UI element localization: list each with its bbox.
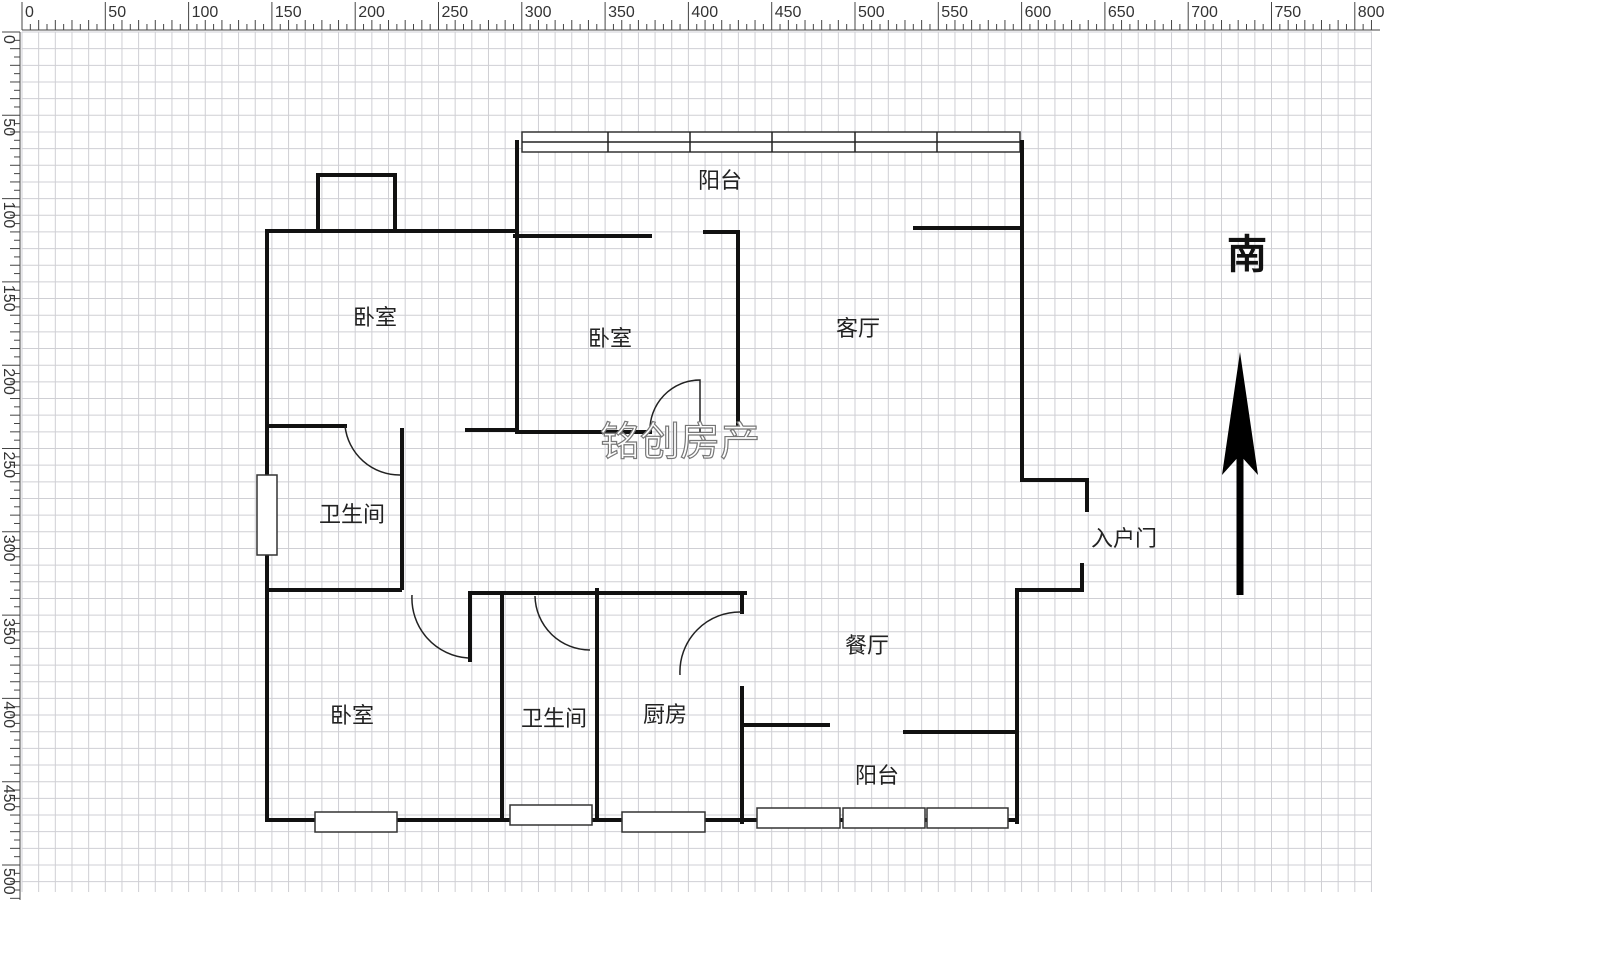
ruler-top-label: 650: [1108, 4, 1135, 21]
ruler-top-label: 0: [25, 4, 34, 21]
ruler-top-label: 250: [442, 4, 469, 21]
room-label-bedroom-3: 卧室: [330, 704, 374, 729]
ruler-left-label: 0: [0, 35, 17, 44]
north-arrow-icon: [1222, 352, 1258, 595]
ruler-top-label: 350: [608, 4, 635, 21]
room-label-bedroom-2: 卧室: [588, 327, 632, 352]
ruler-left-label: 50: [0, 118, 17, 136]
ruler-top-label: 600: [1025, 4, 1052, 21]
room-label-entrance-door: 入户门: [1091, 527, 1157, 552]
ruler-left-label: 200: [0, 368, 17, 395]
ruler-top-label: 800: [1358, 4, 1385, 21]
ruler-left-label: 450: [0, 785, 17, 812]
windows: [256, 474, 1009, 833]
compass-label: 南: [1227, 232, 1267, 278]
ruler-left-label: 150: [0, 285, 17, 312]
room-label-bedroom-1: 卧室: [353, 306, 397, 331]
ruler-left-label: 300: [0, 535, 17, 562]
watermark: 铭创房产: [600, 419, 760, 465]
ruler-left-label: 100: [0, 202, 17, 229]
room-label-bathroom-2: 卫生间: [521, 707, 587, 732]
ruler-top-label: 450: [775, 4, 802, 21]
room-label-balcony-top: 阳台: [698, 169, 742, 194]
room-label-kitchen: 厨房: [643, 703, 687, 728]
ruler-left-label: 250: [0, 452, 17, 479]
ruler-top-label: 50: [108, 4, 126, 21]
ruler-top-label: 550: [941, 4, 968, 21]
room-label-bathroom-1: 卫生间: [319, 503, 385, 528]
ruler-top-label: 150: [275, 4, 302, 21]
ruler-left-label: 500: [0, 868, 17, 895]
ruler-top-label: 700: [1191, 4, 1218, 21]
window-top-balcony: [521, 131, 1021, 153]
ruler-top-label: 500: [858, 4, 885, 21]
room-label-balcony-bottom: 阳台: [855, 764, 899, 789]
ruler-top-label: 300: [525, 4, 552, 21]
ruler-top-label: 400: [691, 4, 718, 21]
room-label-dining-room: 餐厅: [845, 634, 889, 659]
ruler-top-label: 100: [192, 4, 219, 21]
ruler-left-label: 350: [0, 618, 17, 645]
ruler-left-label: 400: [0, 701, 17, 728]
room-label-living-room: 客厅: [836, 317, 880, 342]
ruler-top-label: 200: [358, 4, 385, 21]
doors: [344, 379, 743, 676]
ruler-top-label: 750: [1275, 4, 1302, 21]
